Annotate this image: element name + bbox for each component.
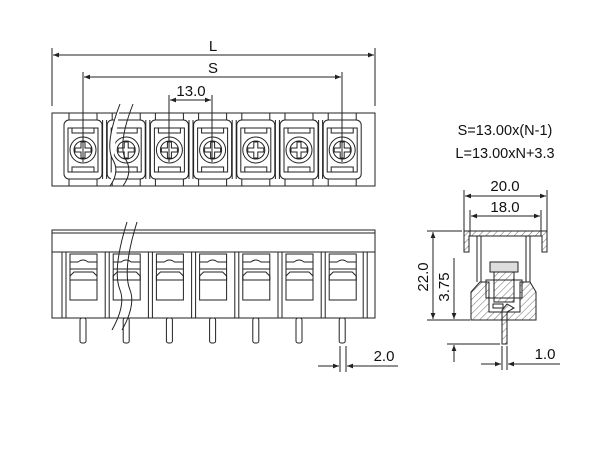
- screw-icon: [155, 136, 183, 164]
- screw-icon: [328, 136, 356, 164]
- terminal-front: [147, 252, 184, 344]
- dim-width-outer-label: 20.0: [490, 178, 519, 195]
- terminal-front: [104, 252, 141, 344]
- dim-l-label: L: [209, 38, 217, 55]
- terminal-position: [193, 113, 237, 186]
- terminal-position: [149, 113, 194, 186]
- dim-pitch-label: 13.0: [176, 83, 205, 100]
- dim-pin-offset-label: 3.75: [436, 272, 453, 301]
- pin: [252, 317, 260, 344]
- pin: [165, 317, 173, 344]
- terminal-position: [63, 113, 108, 186]
- terminal-front: [277, 252, 314, 344]
- screw-icon: [242, 136, 270, 164]
- dim-height-label: 22.0: [415, 262, 432, 291]
- terminal-front: [320, 252, 357, 344]
- formula-l: L=13.00xN+3.3: [455, 146, 554, 162]
- terminal-front: [61, 252, 98, 344]
- pin: [209, 317, 217, 344]
- pin: [79, 317, 87, 344]
- terminal-position: [279, 113, 324, 186]
- dim-pin-width-label: 2.0: [374, 348, 395, 365]
- top-body-outline: [51, 112, 376, 187]
- pin: [122, 317, 130, 344]
- formula-s: S=13.00x(N-1): [458, 123, 553, 139]
- screw-icon: [69, 136, 97, 164]
- front-body-outline: [51, 229, 376, 319]
- top-view: L S 13.0: [51, 38, 376, 187]
- pin: [295, 317, 303, 344]
- front-view: 2.0: [51, 221, 398, 372]
- dim-pin-thickness-label: 1.0: [535, 346, 556, 363]
- dim-width-inner-label: 18.0: [490, 199, 519, 216]
- dim-s-label: S: [208, 60, 218, 77]
- terminal-front: [234, 252, 271, 344]
- pin: [338, 317, 346, 344]
- side-pin: [501, 303, 516, 345]
- side-view: 20.0 18.0 22.0 3.75 1.0: [415, 178, 560, 370]
- terminal-position: [322, 113, 362, 186]
- terminal-position: [236, 113, 280, 186]
- terminal-position: [106, 113, 151, 186]
- terminal-front: [191, 252, 228, 344]
- screw-icon: [199, 136, 227, 164]
- screw-icon: [285, 136, 313, 164]
